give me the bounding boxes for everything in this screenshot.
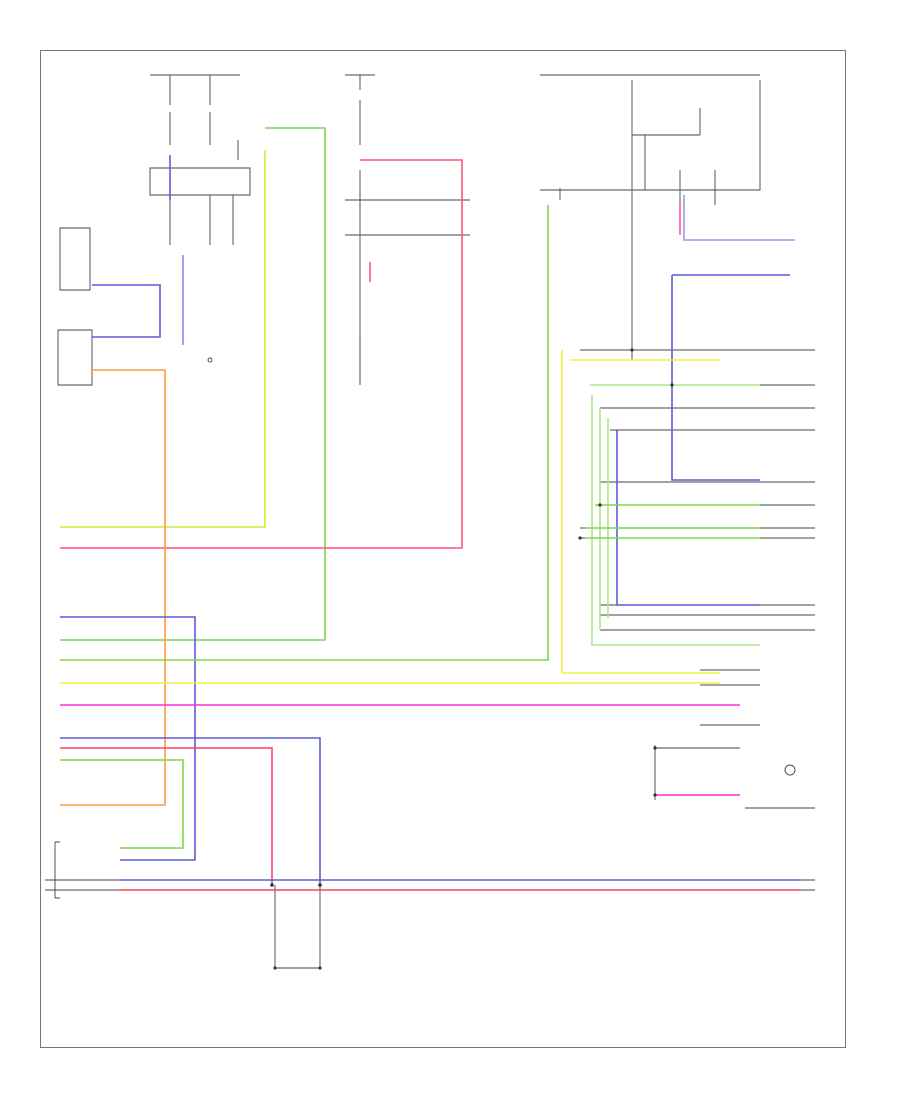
splice-dots (270, 348, 674, 970)
wire-greens-right (590, 384, 760, 646)
wire-yellow-green (60, 150, 266, 528)
diagram-frame (40, 50, 846, 1048)
wire-light-blue (683, 195, 795, 241)
colored-wires (60, 127, 800, 891)
wire-green-b (60, 205, 549, 661)
wire-blue-a (92, 284, 161, 338)
wire-orange (60, 369, 166, 806)
wire-green-right-2 (585, 504, 760, 539)
wire-blue-right-2 (616, 430, 760, 606)
wire-blue-lower (60, 737, 321, 885)
wire-yellow (60, 350, 720, 684)
wire-blue-right (671, 274, 790, 481)
wire-red-lower (60, 747, 273, 885)
wire-green-lower (60, 759, 184, 849)
wire-light-green-a (60, 127, 326, 641)
black-circuit-lines (45, 74, 815, 969)
wire-pink-red (60, 159, 463, 549)
